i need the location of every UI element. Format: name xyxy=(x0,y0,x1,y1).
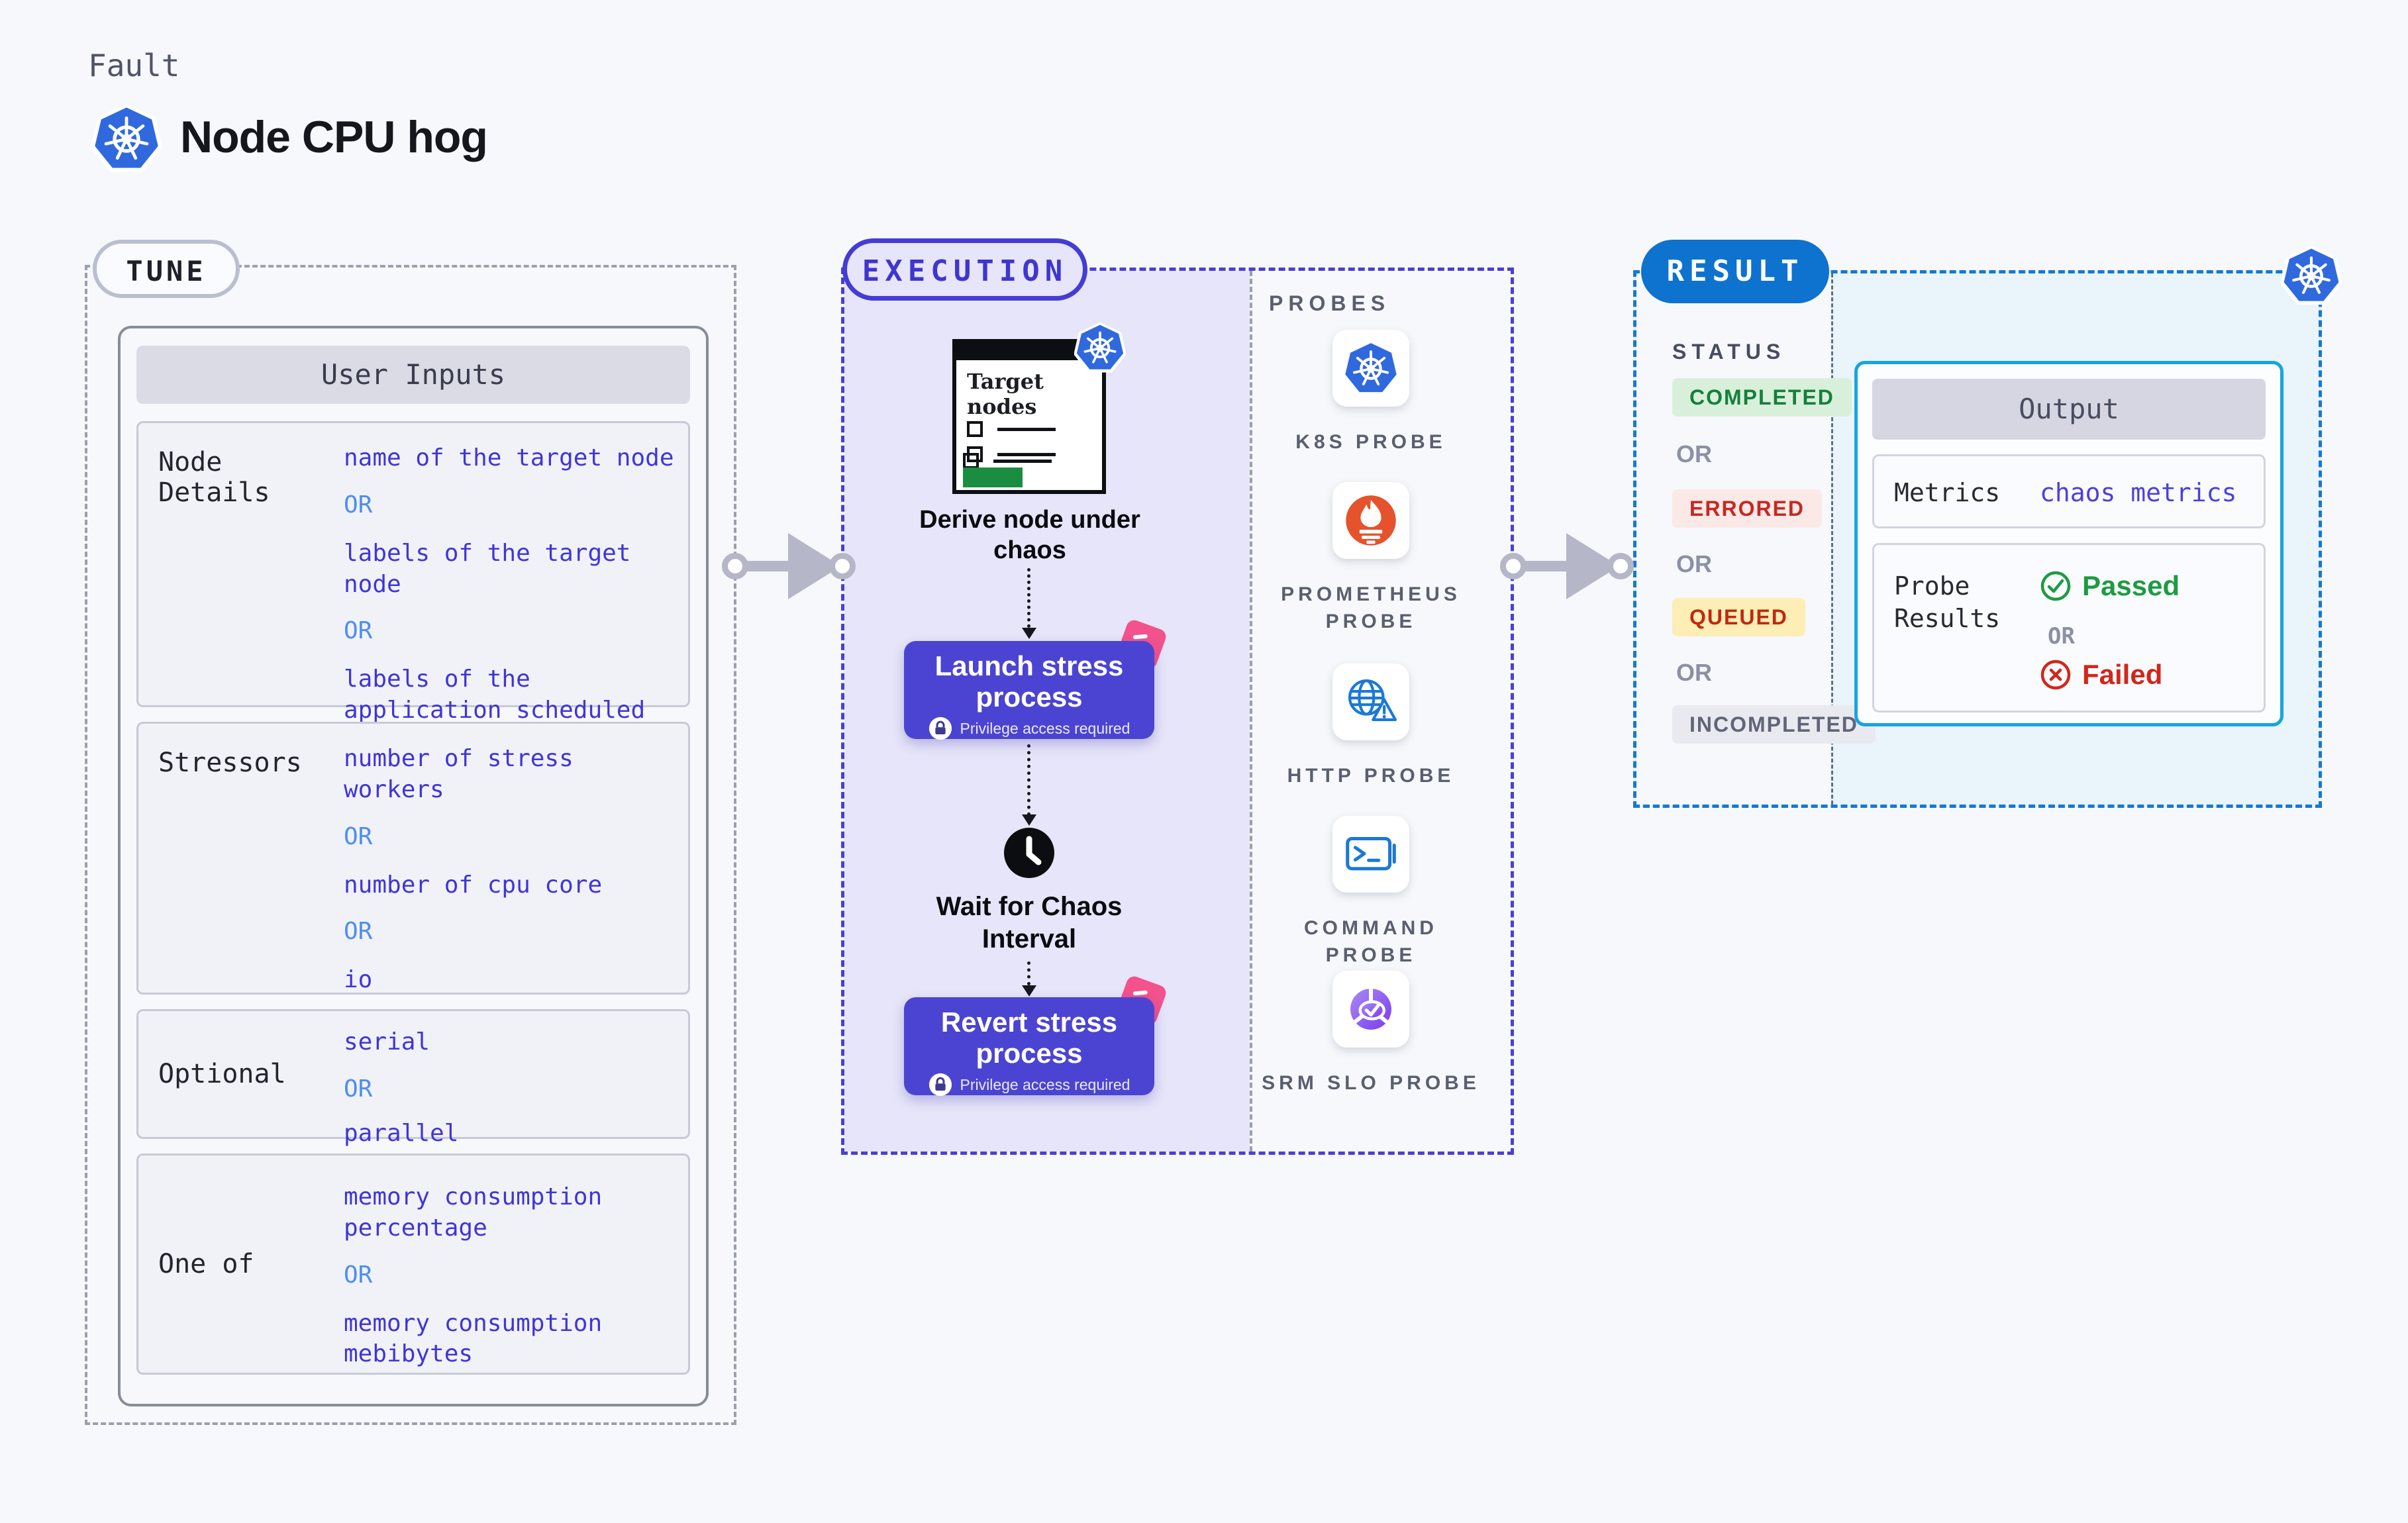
user-inputs-title: User Inputs xyxy=(136,346,690,404)
or-separator: OR xyxy=(344,918,373,946)
output-box: Output Metrics chaos metrics Probe Resul… xyxy=(1854,361,2283,726)
flow-arrowhead xyxy=(1022,985,1036,997)
row-value: parallel xyxy=(344,1119,459,1147)
kubernetes-icon xyxy=(2281,245,2342,306)
status-badge-completed: COMPLETED xyxy=(1672,378,1852,417)
probe-label: COMMAND PROBE xyxy=(1304,917,1438,966)
row-value: memory consumption percentage xyxy=(344,1183,603,1242)
x-circle-icon xyxy=(2040,659,2072,691)
result-divider xyxy=(1831,273,1833,805)
select-nodes-button-shape xyxy=(963,467,1023,487)
flow-dotted-line xyxy=(1027,568,1030,628)
row-label: One of xyxy=(158,1249,254,1279)
or-separator: OR xyxy=(344,822,373,850)
row-value: labels of the target node xyxy=(344,539,631,598)
probe-label: SRM SLO PROBE xyxy=(1262,1072,1480,1094)
globe-warning-icon xyxy=(1343,674,1399,730)
flow-dotted-line xyxy=(1027,961,1030,985)
probes-heading: PROBES xyxy=(1269,291,1391,315)
prometheus-flame-icon xyxy=(1344,493,1398,548)
probe-label: PROMETHEUS PROBE xyxy=(1281,583,1461,632)
row-value: number of cpu core xyxy=(344,871,603,899)
metrics-label: Metrics xyxy=(1894,478,2001,507)
probe-results-label: Probe Results xyxy=(1894,571,2001,634)
row-one-of: One of memory consumption percentage OR … xyxy=(136,1154,690,1375)
page-title: Node CPU hog xyxy=(180,112,488,162)
or-separator: OR xyxy=(2048,623,2075,650)
kubernetes-icon xyxy=(91,103,162,173)
fault-eyebrow: Fault xyxy=(88,48,180,83)
terminal-icon xyxy=(1343,826,1399,882)
output-title: Output xyxy=(1872,379,2266,440)
privilege-note: Privilege access required xyxy=(960,1075,1130,1093)
revert-stress-process-step: Revert stress process Privilege access r… xyxy=(904,997,1154,1095)
status-badge-errored: ERRORED xyxy=(1672,489,1823,528)
status-heading: STATUS xyxy=(1672,340,1786,364)
revert-stress-label: Revert stress process xyxy=(940,1007,1118,1069)
result-badge: RESULT xyxy=(1641,240,1829,303)
or-separator: OR xyxy=(344,617,373,645)
target-nodes-label: Target nodes xyxy=(967,369,1044,419)
flow-arrowhead xyxy=(1022,814,1036,826)
passed-label: Passed xyxy=(2082,570,2180,601)
execution-badge: EXECUTION xyxy=(842,238,1087,301)
launch-stress-label: Launch stress process xyxy=(934,650,1124,713)
srm-slo-probe-card xyxy=(1332,971,1409,1048)
command-probe-card xyxy=(1332,816,1409,893)
passed-result: Passed xyxy=(2040,570,2180,602)
metrics-row: Metrics chaos metrics xyxy=(1872,454,2266,528)
row-value: name of the target node xyxy=(344,444,674,471)
row-value: io xyxy=(344,966,373,994)
or-separator: OR xyxy=(1676,440,1712,467)
row-value: serial xyxy=(344,1028,430,1056)
kubernetes-icon xyxy=(1342,340,1399,397)
flow-dotted-line xyxy=(1027,744,1030,816)
metrics-value: chaos metrics xyxy=(2040,478,2237,507)
failed-result: Failed xyxy=(2040,659,2162,691)
launch-stress-process-step: Launch stress process Privilege access r… xyxy=(904,641,1154,739)
derive-node-caption: Derive node under chaos xyxy=(919,506,1140,565)
check-circle-icon xyxy=(2040,570,2072,602)
status-badge-incompleted: INCOMPLETED xyxy=(1672,705,1876,744)
or-separator: OR xyxy=(344,1261,373,1289)
flow-arrowhead xyxy=(1022,628,1036,639)
arrow-tune-to-execution xyxy=(722,526,868,606)
row-value: number of stress workers xyxy=(344,745,574,803)
or-separator: OR xyxy=(1676,550,1712,577)
status-badge-queued: QUEUED xyxy=(1672,598,1805,636)
user-inputs-card: User Inputs Node Details name of the tar… xyxy=(118,326,709,1406)
row-node-details: Node Details name of the target node OR … xyxy=(136,421,690,755)
or-separator: OR xyxy=(1676,659,1712,686)
tune-panel xyxy=(85,265,736,1425)
probe-label: HTTP PROBE xyxy=(1287,765,1455,787)
lock-icon xyxy=(928,716,952,740)
probes-divider xyxy=(1250,271,1252,1152)
clock-icon xyxy=(1004,828,1054,878)
row-optional: Optional serial OR parallel xyxy=(136,1009,690,1147)
or-separator: OR xyxy=(344,491,373,518)
node-checkbox-row xyxy=(963,453,1052,469)
row-label: Node Details xyxy=(158,447,270,508)
prometheus-probe-card xyxy=(1332,482,1409,559)
node-checkbox-row xyxy=(967,421,1056,437)
tune-badge: TUNE xyxy=(93,240,240,298)
k8s-probe-card xyxy=(1332,330,1409,407)
row-label: Optional xyxy=(158,1059,286,1089)
probe-results-row: Probe Results Passed OR Failed xyxy=(1872,543,2266,712)
probe-label: K8S PROBE xyxy=(1295,431,1446,453)
privilege-note: Privilege access required xyxy=(960,719,1130,737)
kubernetes-icon xyxy=(1074,322,1126,373)
row-label: Stressors xyxy=(158,748,302,778)
row-stressors: Stressors number of stress workers OR nu… xyxy=(136,722,690,995)
http-probe-card xyxy=(1332,663,1409,740)
failed-label: Failed xyxy=(2082,659,2163,690)
or-separator: OR xyxy=(344,1075,373,1103)
row-value: memory consumption mebibytes xyxy=(344,1309,603,1368)
arrow-probes-to-result xyxy=(1500,526,1646,606)
lock-icon xyxy=(928,1073,952,1097)
wait-chaos-interval-caption: Wait for Chaos Interval xyxy=(936,892,1123,954)
slo-gauge-check-icon xyxy=(1342,981,1399,1038)
